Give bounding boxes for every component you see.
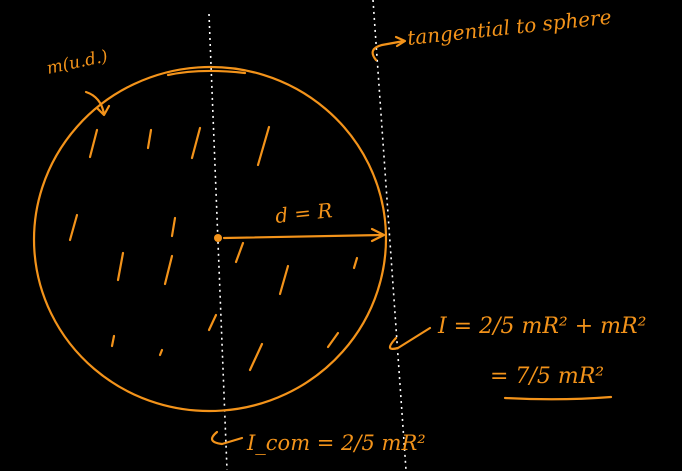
parallel-axis-result: = 7/5 mR² bbox=[490, 364, 604, 389]
arrowhead-icon bbox=[95, 104, 111, 117]
mass-pointer-arrow bbox=[84, 90, 106, 116]
sphere-centre-dot bbox=[214, 234, 222, 242]
com-pointer-arrow bbox=[210, 430, 244, 446]
arrowhead-icon bbox=[370, 227, 386, 243]
arrowhead-icon bbox=[394, 35, 407, 48]
mass-note-text: m(u.d.) bbox=[45, 46, 110, 78]
tangent-axis-line bbox=[372, 0, 407, 471]
sphere-top-stroke bbox=[166, 69, 247, 77]
result-pointer-arrow bbox=[388, 326, 432, 350]
com-moment-formula: I_com = 2/5 mR² bbox=[246, 431, 426, 455]
tangent-note-text: tangential to sphere bbox=[406, 5, 612, 50]
radius-arrow-line bbox=[222, 233, 385, 240]
tangent-pointer-arrow bbox=[371, 39, 406, 62]
distance-label: d = R bbox=[274, 198, 334, 228]
answer-underline bbox=[503, 395, 613, 401]
density-hatching bbox=[68, 125, 359, 372]
sphere-outline bbox=[32, 65, 388, 413]
parallel-axis-formula: I = 2/5 mR² + mR² bbox=[437, 314, 646, 339]
